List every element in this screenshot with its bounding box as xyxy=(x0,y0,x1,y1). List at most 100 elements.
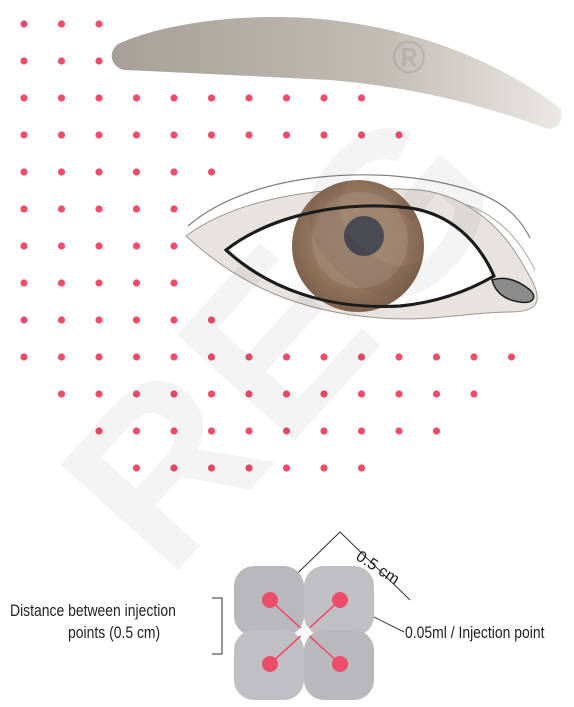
injection-dot xyxy=(283,94,290,101)
injection-dot xyxy=(58,279,65,286)
injection-dot xyxy=(208,316,215,323)
injection-dot xyxy=(320,353,327,360)
injection-dot xyxy=(245,131,252,138)
injection-dot xyxy=(395,427,402,434)
injection-dot xyxy=(20,131,27,138)
injection-dot xyxy=(358,94,365,101)
injection-dot xyxy=(170,131,177,138)
injection-dot xyxy=(433,353,440,360)
injection-dot xyxy=(20,279,27,286)
left-bracket-line xyxy=(212,598,222,654)
injection-dot xyxy=(508,353,515,360)
injection-dot xyxy=(133,168,140,175)
injection-dot xyxy=(58,131,65,138)
injection-dot xyxy=(283,464,290,471)
injection-dot xyxy=(170,94,177,101)
injection-dot xyxy=(133,279,140,286)
injection-dot xyxy=(208,464,215,471)
injection-dot xyxy=(58,168,65,175)
injection-dot xyxy=(245,464,252,471)
injection-point-bottom-left xyxy=(262,656,278,672)
injection-dot xyxy=(283,427,290,434)
injection-dot xyxy=(170,205,177,212)
injection-dot xyxy=(133,390,140,397)
injection-dot xyxy=(395,353,402,360)
pupil xyxy=(344,216,384,256)
injection-dot xyxy=(170,353,177,360)
injection-dot xyxy=(20,94,27,101)
injection-dot xyxy=(170,242,177,249)
injection-dot xyxy=(170,427,177,434)
injection-dot xyxy=(95,57,102,64)
injection-dot xyxy=(208,94,215,101)
injection-point-bottom-right xyxy=(332,656,348,672)
injection-dot xyxy=(20,353,27,360)
injection-dot xyxy=(395,131,402,138)
injection-dot xyxy=(208,390,215,397)
injection-dot xyxy=(95,205,102,212)
injection-dot xyxy=(20,316,27,323)
injection-dot xyxy=(358,427,365,434)
injection-dot xyxy=(358,464,365,471)
injection-dot xyxy=(320,390,327,397)
injection-dot xyxy=(133,427,140,434)
injection-dot xyxy=(358,353,365,360)
injection-dot xyxy=(95,168,102,175)
injection-dot xyxy=(208,168,215,175)
injection-dot xyxy=(20,205,27,212)
injection-dot xyxy=(133,316,140,323)
injection-dot xyxy=(95,316,102,323)
injection-dot xyxy=(58,353,65,360)
injection-dot xyxy=(95,390,102,397)
injection-dot xyxy=(170,390,177,397)
injection-dot xyxy=(170,316,177,323)
injection-dot xyxy=(395,390,402,397)
injection-dot xyxy=(20,57,27,64)
injection-dot xyxy=(133,242,140,249)
injection-dot xyxy=(58,94,65,101)
injection-dot xyxy=(95,279,102,286)
injection-dot xyxy=(208,353,215,360)
injection-dot xyxy=(133,205,140,212)
injection-dot xyxy=(283,131,290,138)
eyebrow-shape xyxy=(112,17,562,129)
injection-dot xyxy=(95,131,102,138)
injection-dot xyxy=(320,94,327,101)
injection-dot xyxy=(133,131,140,138)
injection-dot xyxy=(470,353,477,360)
injection-dot xyxy=(95,20,102,27)
injection-dot xyxy=(20,168,27,175)
injection-dot xyxy=(208,427,215,434)
injection-dot xyxy=(170,279,177,286)
injection-dot xyxy=(320,427,327,434)
injection-dot xyxy=(245,390,252,397)
distance-caption-line1: Distance between injection xyxy=(10,600,176,622)
injection-dot xyxy=(358,390,365,397)
injection-dot xyxy=(170,168,177,175)
injection-dot xyxy=(170,464,177,471)
injection-dot xyxy=(58,205,65,212)
injection-dot xyxy=(320,131,327,138)
injection-dot xyxy=(58,316,65,323)
injection-dot xyxy=(320,464,327,471)
injection-dot xyxy=(133,353,140,360)
injection-point-top-left xyxy=(262,592,278,608)
injection-dot xyxy=(58,57,65,64)
volume-caption: 0.05ml / Injection point xyxy=(405,622,544,644)
injection-dot xyxy=(95,94,102,101)
injection-dot xyxy=(433,390,440,397)
injection-dot xyxy=(470,390,477,397)
injection-dot xyxy=(283,353,290,360)
injection-dot xyxy=(20,20,27,27)
injection-dot xyxy=(95,353,102,360)
injection-detail xyxy=(212,532,410,700)
injection-dot xyxy=(133,94,140,101)
injection-dot xyxy=(245,94,252,101)
injection-dot xyxy=(358,131,365,138)
injection-point-top-right xyxy=(332,592,348,608)
injection-dot xyxy=(283,390,290,397)
injection-dot xyxy=(95,427,102,434)
injection-dot xyxy=(58,390,65,397)
